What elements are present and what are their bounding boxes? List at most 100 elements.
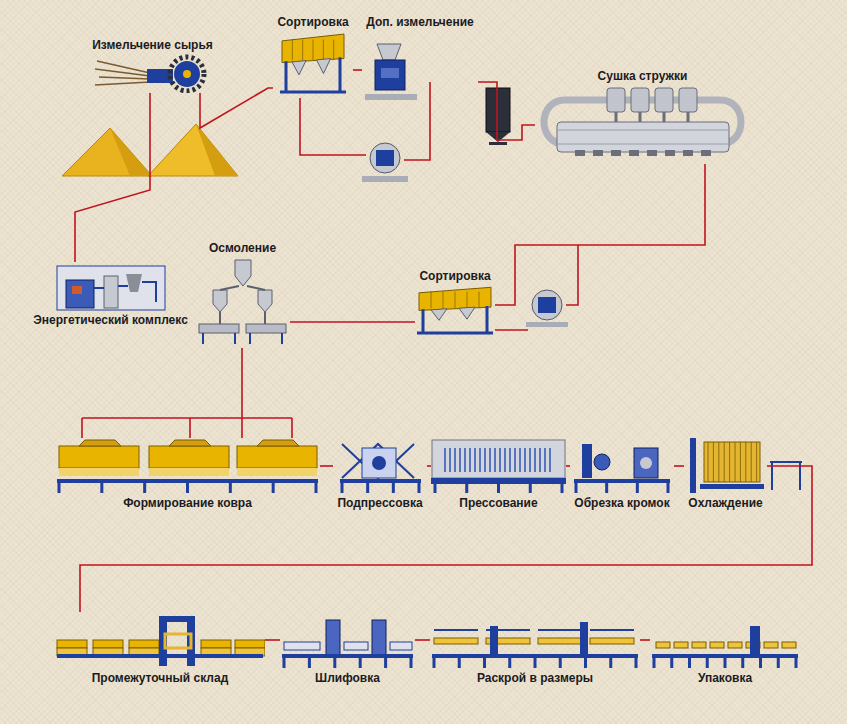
drawing-part	[62, 128, 152, 176]
stage-caption: Упаковка	[696, 670, 754, 686]
drawing-part	[529, 481, 532, 493]
drawing-part	[292, 61, 306, 75]
drawing-part	[692, 642, 706, 648]
equipment-node: Упаковка	[650, 612, 800, 686]
drawing-part	[57, 654, 263, 658]
drawing-part	[704, 442, 760, 482]
flow-connector	[427, 466, 431, 467]
equipment-drawing	[430, 612, 640, 670]
drawing-part	[607, 88, 625, 112]
drawing-part	[66, 280, 94, 308]
drawing-part	[317, 59, 331, 74]
flow-connector	[290, 322, 415, 323]
stage-caption: Формирование ковра	[121, 495, 254, 511]
drawing-part	[326, 620, 340, 656]
drawing-part	[186, 481, 189, 493]
drawing-part	[559, 656, 562, 668]
drawing-part	[308, 656, 311, 668]
connector-line	[241, 348, 243, 438]
drawing-part	[486, 88, 510, 132]
flow-connector	[566, 466, 570, 467]
stage-caption: Промежуточный склад	[90, 670, 231, 686]
drawing-part	[508, 656, 511, 668]
drawing-part	[640, 457, 652, 469]
drawing-part	[497, 481, 500, 493]
drawing-part	[434, 638, 478, 644]
drawing-part	[95, 61, 150, 85]
drawing-part	[469, 448, 471, 472]
drawing-part	[594, 454, 610, 470]
drawing-part	[323, 40, 324, 60]
drawing-part	[300, 98, 366, 155]
drawing-part	[79, 440, 121, 446]
flow-connector	[200, 88, 273, 128]
stage-caption: Осмоление	[207, 240, 278, 256]
drawing-part	[57, 266, 165, 310]
equipment-drawing	[278, 30, 348, 98]
drawing-part	[524, 448, 526, 472]
drawing-part	[434, 629, 478, 631]
drawing-part	[724, 656, 727, 668]
drawing-part	[284, 642, 320, 650]
drawing-part	[431, 292, 432, 309]
drawing-part	[246, 324, 286, 333]
equipment-illustration	[431, 438, 566, 495]
equipment-illustration	[280, 612, 415, 670]
equipment-drawing	[572, 438, 672, 495]
drawing-part	[283, 656, 286, 668]
flow-connector	[75, 93, 150, 262]
equipment-illustration	[278, 30, 348, 98]
equipment-node: Измельчение сырья	[88, 37, 217, 93]
drawing-part	[333, 656, 336, 668]
drawing-part	[549, 448, 551, 472]
drawing-part	[149, 468, 229, 476]
connector-line	[566, 465, 570, 467]
drawing-part	[764, 642, 778, 648]
drawing-part	[432, 440, 565, 478]
drawing-part	[750, 442, 751, 482]
drawing-part	[372, 456, 386, 470]
drawing-part	[449, 448, 451, 472]
drawing-part	[58, 481, 61, 493]
drawing-part	[667, 481, 670, 493]
drawing-part	[126, 274, 142, 292]
drawing-part	[93, 640, 123, 648]
connector-line	[478, 82, 535, 140]
drawing-part	[514, 448, 516, 472]
drawing-part	[59, 446, 139, 468]
drawing-part	[464, 448, 466, 472]
equipment-illustration	[55, 612, 265, 670]
drawing-part	[365, 94, 417, 100]
flow-connector	[415, 640, 430, 641]
connector-line	[290, 321, 415, 323]
equipment-drawing	[280, 612, 415, 670]
drawing-part	[561, 481, 564, 493]
drawing-part	[575, 481, 578, 493]
drawing-part	[72, 286, 82, 294]
drawing-part	[529, 448, 531, 472]
drawing-part	[391, 481, 394, 493]
drawing-part	[370, 143, 400, 173]
stage-caption: Энергетический комплекс	[31, 312, 190, 328]
drawing-part	[376, 150, 394, 166]
drawing-part	[701, 150, 711, 156]
drawing-part	[419, 287, 491, 310]
drawing-part	[359, 656, 362, 668]
storage-silo	[486, 88, 510, 145]
drawing-part	[538, 297, 556, 313]
drawing-part	[257, 440, 299, 446]
drawing-part	[634, 448, 658, 478]
drawing-part	[690, 438, 696, 493]
drawing-part	[417, 481, 420, 493]
drawing-part	[282, 34, 344, 63]
drawing-part	[434, 481, 437, 493]
drawing-part	[544, 448, 546, 472]
connector-line	[320, 465, 333, 467]
drawing-part	[340, 481, 343, 493]
drawing-part	[465, 481, 468, 493]
drawing-part	[431, 309, 447, 321]
drawing-part	[170, 57, 204, 91]
drawing-part	[750, 626, 760, 656]
drawing-part	[700, 484, 764, 489]
